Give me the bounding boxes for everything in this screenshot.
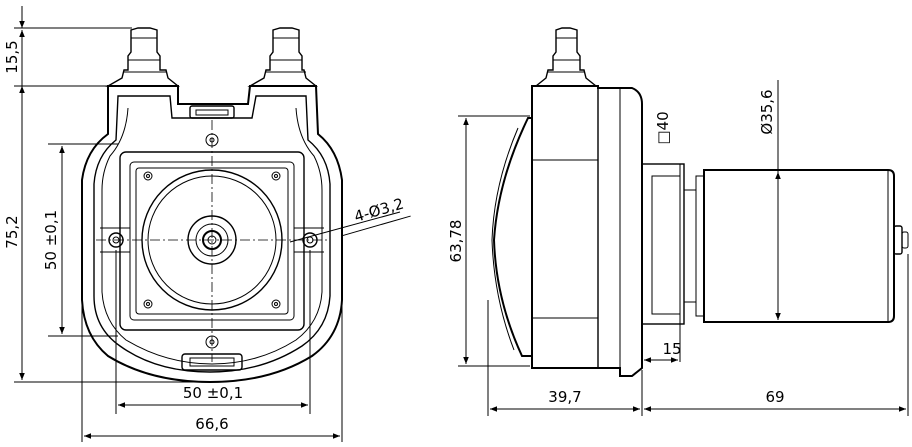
pump-head-body (531, 85, 643, 377)
side-dimensions: 63,78 □40 Ø35,6 15 39,7 69 (447, 80, 909, 416)
side-tube-connector (534, 27, 598, 87)
tube-connector-right (247, 27, 318, 87)
dim-tube-height: 15,5 (3, 40, 21, 73)
tube-connector-left (105, 27, 180, 87)
side-view (491, 27, 909, 377)
front-dimensions: 15,5 75,2 50 ±0,1 50 ±0,1 66,6 4-Ø3,2 (3, 6, 411, 442)
pump-cover (492, 117, 533, 357)
motor-body (703, 169, 895, 323)
dim-head-height: 63,78 (447, 220, 465, 263)
dim-head-depth: 39,7 (548, 388, 581, 406)
dim-motor-diameter: Ø35,6 (758, 89, 776, 134)
dim-shaft: 15 (662, 340, 681, 358)
dim-hole-horizontal: 50 ±0,1 (183, 384, 243, 402)
dim-motor-length: 69 (765, 388, 784, 406)
dim-hole-vertical: 50 ±0,1 (42, 210, 60, 270)
gearbox-flange (641, 163, 685, 325)
motor-shaft-end (893, 225, 903, 255)
dim-holes: 4-Ø3,2 (352, 195, 406, 226)
dim-total-height: 75,2 (3, 215, 21, 248)
dim-total-width: 66,6 (195, 415, 228, 433)
dim-square: □40 (654, 111, 672, 144)
front-view (81, 27, 343, 384)
